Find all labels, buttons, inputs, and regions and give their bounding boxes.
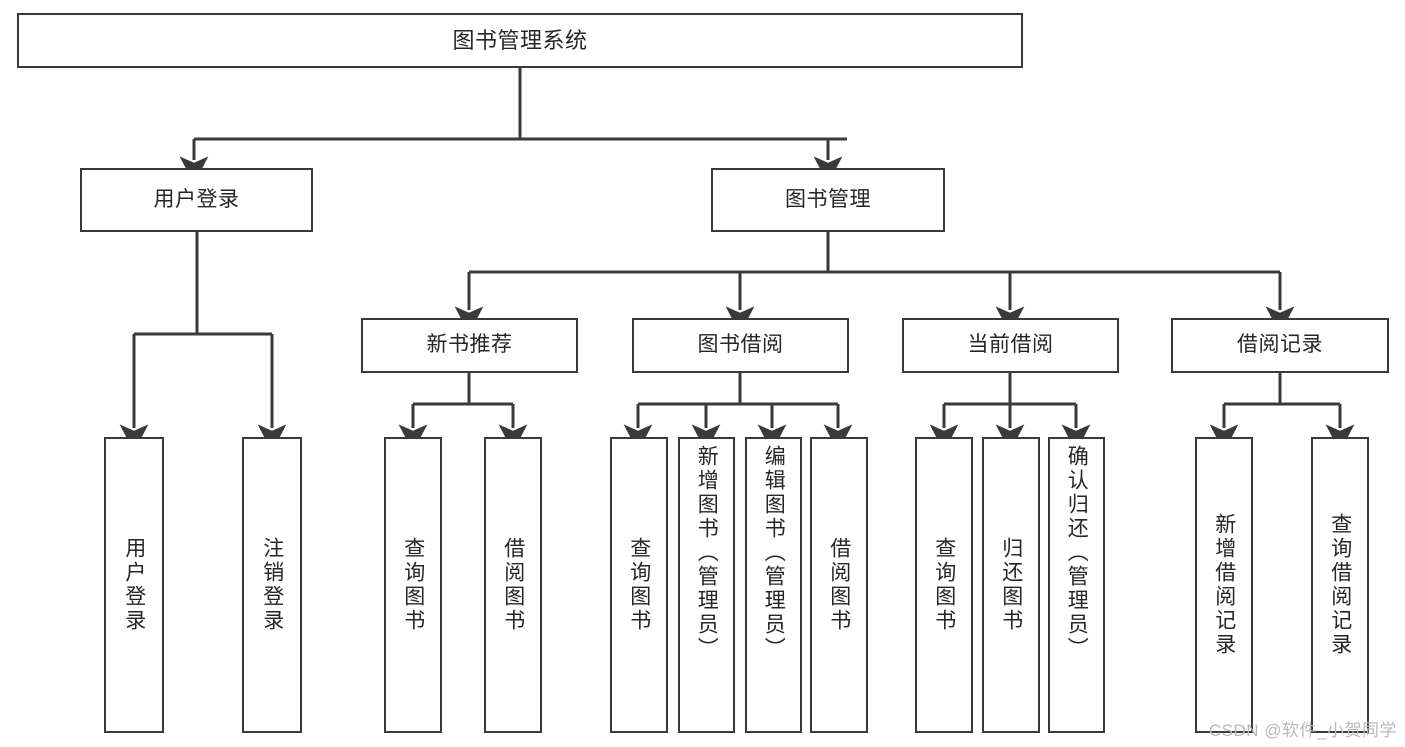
node-current-borrow[interactable]: 当前借阅 bbox=[902, 318, 1119, 373]
node-leaf-query-borrow-record[interactable]: 查询借阅记录 bbox=[1311, 437, 1369, 733]
node-label: 借阅记录 bbox=[1237, 333, 1323, 357]
node-label: 查询图书 bbox=[932, 537, 956, 633]
node-leaf-logout[interactable]: 注销登录 bbox=[242, 437, 302, 733]
node-label: 图书管理 bbox=[785, 187, 871, 211]
node-book-management[interactable]: 图书管理 bbox=[711, 168, 945, 232]
node-label: 新增图书（管理员） bbox=[695, 445, 719, 661]
node-leaf-add-borrow-record[interactable]: 新增借阅记录 bbox=[1195, 437, 1253, 733]
node-book-borrow[interactable]: 图书借阅 bbox=[632, 318, 849, 373]
node-user-login[interactable]: 用户登录 bbox=[80, 168, 313, 232]
node-label: 新增借阅记录 bbox=[1212, 513, 1236, 657]
node-label: 编辑图书（管理员） bbox=[762, 445, 786, 661]
node-label: 查询图书 bbox=[401, 537, 425, 633]
node-label: 借阅图书 bbox=[501, 537, 525, 633]
node-leaf-return-book[interactable]: 归还图书 bbox=[982, 437, 1040, 733]
node-leaf-borrow-book-recommend[interactable]: 借阅图书 bbox=[484, 437, 542, 733]
node-label: 图书管理系统 bbox=[452, 27, 588, 53]
node-leaf-add-book-admin[interactable]: 新增图书（管理员） bbox=[678, 437, 735, 733]
node-label: 借阅图书 bbox=[827, 537, 851, 633]
node-label: 查询图书 bbox=[627, 537, 651, 633]
node-label: 图书借阅 bbox=[697, 333, 784, 357]
node-borrow-record[interactable]: 借阅记录 bbox=[1171, 318, 1389, 373]
node-label: 新书推荐 bbox=[426, 333, 513, 357]
watermark: CSDN @软件_小贺同学 bbox=[1208, 721, 1397, 740]
node-leaf-user-login[interactable]: 用户登录 bbox=[104, 437, 164, 733]
node-label: 当前借阅 bbox=[967, 333, 1054, 357]
node-leaf-query-book-recommend[interactable]: 查询图书 bbox=[384, 437, 442, 733]
node-root-book-management-system[interactable]: 图书管理系统 bbox=[17, 13, 1023, 68]
node-leaf-borrow-book[interactable]: 借阅图书 bbox=[810, 437, 868, 733]
node-label: 注销登录 bbox=[260, 537, 284, 633]
node-leaf-query-book-borrow[interactable]: 查询图书 bbox=[610, 437, 668, 733]
node-new-book-recommend[interactable]: 新书推荐 bbox=[361, 318, 578, 373]
node-label: 查询借阅记录 bbox=[1328, 513, 1352, 657]
node-label: 确认归还（管理员） bbox=[1065, 445, 1089, 661]
node-leaf-query-book-current[interactable]: 查询图书 bbox=[915, 437, 973, 733]
node-label: 用户登录 bbox=[153, 187, 240, 211]
node-leaf-confirm-return-admin[interactable]: 确认归还（管理员） bbox=[1048, 437, 1105, 733]
node-label: 归还图书 bbox=[999, 537, 1023, 633]
node-leaf-edit-book-admin[interactable]: 编辑图书（管理员） bbox=[745, 437, 802, 733]
node-label: 用户登录 bbox=[122, 537, 146, 633]
